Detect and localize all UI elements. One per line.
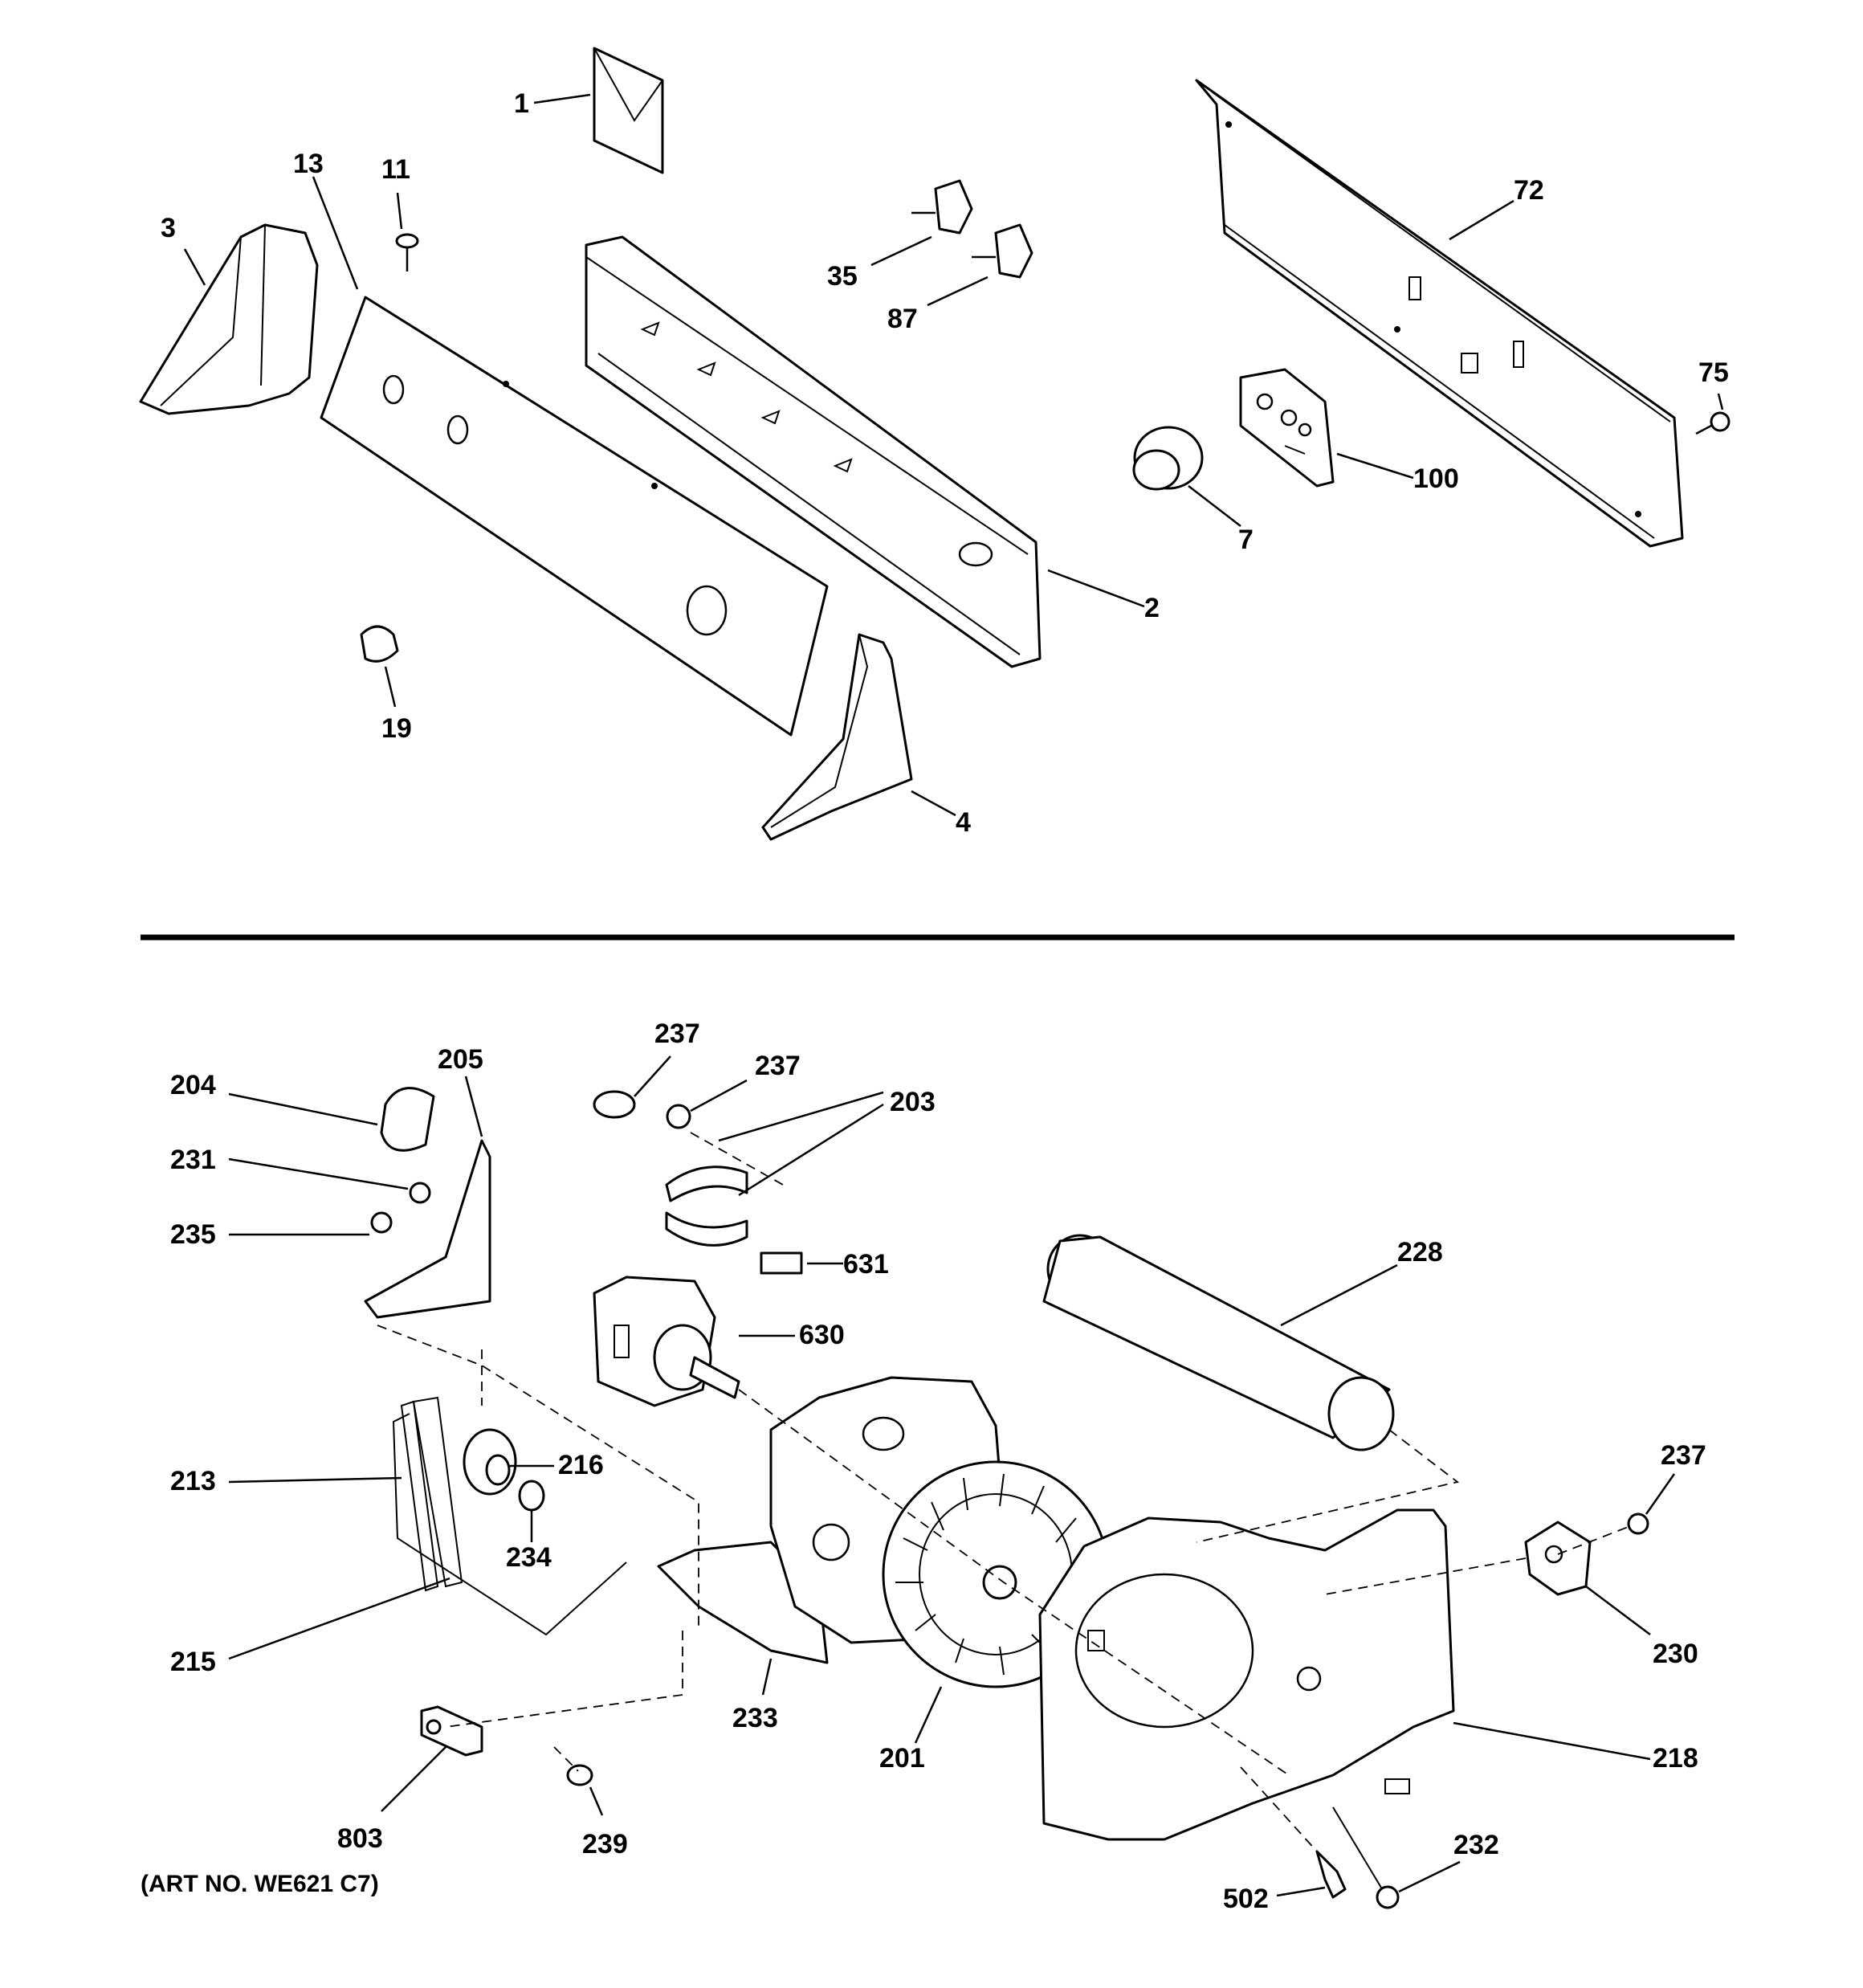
part-3-left-end-cap <box>139 223 319 415</box>
art-number: (ART NO. WE621 C7) <box>141 1871 379 1897</box>
callout-237-b: 237 <box>755 1051 801 1081</box>
part-213-drive-belt <box>228 1396 463 1592</box>
callout-215: 215 <box>170 1647 216 1677</box>
part-237-screw-b <box>666 1079 748 1129</box>
callout-100: 100 <box>1413 463 1459 494</box>
callout-4: 4 <box>956 807 971 838</box>
part-2-mounting-bracket <box>585 235 1145 668</box>
callout-237-a: 237 <box>654 1018 700 1049</box>
callout-232: 232 <box>1453 1830 1499 1860</box>
part-100-control-switch <box>1239 368 1414 488</box>
part-235-screw <box>229 1211 393 1236</box>
callout-235: 235 <box>170 1219 216 1250</box>
callout-228: 228 <box>1397 1237 1443 1268</box>
part-502-screw <box>1276 1850 1347 1899</box>
part-228-duct <box>1042 1234 1398 1451</box>
callout-231: 231 <box>170 1145 216 1175</box>
callout-203: 203 <box>890 1087 936 1117</box>
part-72-rear-panel <box>1195 79 1684 548</box>
callout-213: 213 <box>170 1466 216 1496</box>
part-204-clip <box>228 1087 435 1152</box>
part-4-right-end-cap <box>761 633 956 841</box>
part-11-screw <box>395 192 419 271</box>
callout-13: 13 <box>293 149 324 179</box>
part-234-bearing <box>518 1480 545 1542</box>
callout-204: 204 <box>170 1070 216 1100</box>
part-218-blower-housing <box>1038 1508 1651 1841</box>
callout-630: 630 <box>799 1320 845 1350</box>
part-239-screw <box>566 1764 604 1816</box>
part-216-idler-pulley <box>463 1428 554 1496</box>
callout-239: 239 <box>582 1829 628 1859</box>
callout-1: 1 <box>514 88 529 119</box>
part-232-long-screw <box>1332 1806 1461 1909</box>
part-215-idler-arm <box>228 1413 627 1660</box>
part-631-capacitor <box>760 1251 843 1275</box>
callout-72: 72 <box>1514 175 1544 206</box>
part-230-thermostat <box>1524 1521 1651 1635</box>
callout-631: 631 <box>843 1249 889 1280</box>
part-231-screw <box>228 1157 431 1204</box>
part-803-switch <box>381 1705 483 1812</box>
callout-205: 205 <box>438 1044 483 1075</box>
callout-11: 11 <box>381 154 410 185</box>
part-205-motor-mount-bracket <box>364 1076 491 1319</box>
part-203-motor-clamps <box>665 1091 884 1247</box>
callout-19: 19 <box>381 713 412 744</box>
callout-7: 7 <box>1238 525 1254 555</box>
callout-803: 803 <box>337 1823 383 1854</box>
part-13-console-front-panel <box>312 176 829 737</box>
assembly-guide-lines <box>377 1132 1631 1852</box>
callout-75: 75 <box>1698 357 1729 388</box>
callout-230: 230 <box>1653 1639 1698 1669</box>
part-1-literature-envelope <box>533 47 664 174</box>
part-87-switch <box>927 223 1033 307</box>
part-75-screw <box>1695 393 1731 435</box>
part-630-motor <box>593 1276 795 1407</box>
callout-233: 233 <box>732 1703 778 1733</box>
callout-201: 201 <box>879 1743 925 1774</box>
callout-502: 502 <box>1223 1884 1269 1914</box>
part-35-switch <box>870 179 973 267</box>
part-237-screw-c <box>1627 1473 1676 1535</box>
part-19-cap <box>360 625 399 708</box>
callout-216: 216 <box>558 1450 604 1480</box>
part-237-screw-a <box>593 1055 671 1119</box>
callout-234: 234 <box>506 1542 552 1573</box>
callout-3: 3 <box>161 213 176 243</box>
callout-2: 2 <box>1144 593 1160 623</box>
callout-87: 87 <box>887 304 918 334</box>
callout-35: 35 <box>827 261 858 292</box>
part-7-knob <box>1132 426 1241 527</box>
callout-218: 218 <box>1653 1743 1698 1774</box>
callout-237-c: 237 <box>1661 1440 1706 1471</box>
